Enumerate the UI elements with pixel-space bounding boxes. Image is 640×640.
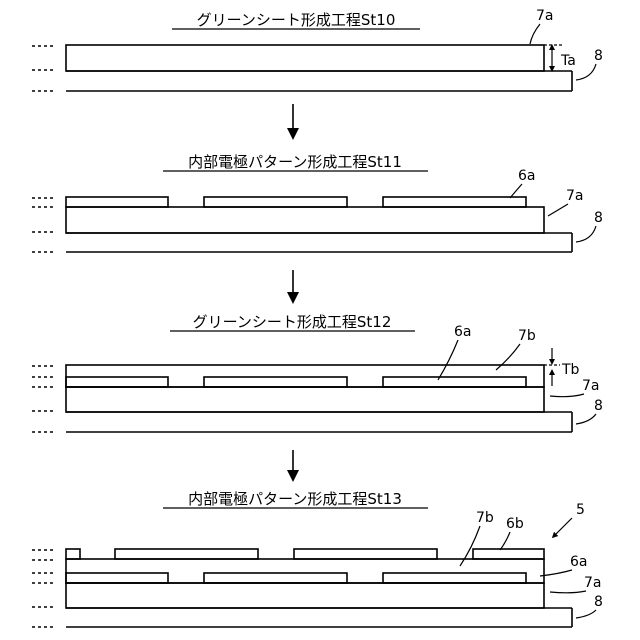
- label-6b: 6b: [506, 516, 524, 532]
- label-7a: 7a: [566, 188, 584, 204]
- green-sheet-7b: [66, 365, 544, 387]
- label-7a: 7a: [584, 575, 602, 591]
- green-sheet-7a: [66, 45, 544, 71]
- label-ta: Ta: [560, 53, 576, 69]
- label-8: 8: [594, 398, 603, 414]
- step-title: 内部電極パターン形成工程St13: [188, 490, 402, 508]
- step-title: グリーンシート形成工程St10: [197, 11, 396, 29]
- leader-line: [576, 414, 596, 424]
- label-6a: 6a: [570, 554, 588, 570]
- step-st13: 内部電極パターン形成工程St13 7b 6b 5 6a 7: [32, 490, 603, 627]
- green-sheet-7a: [66, 207, 544, 233]
- down-arrow-icon: [287, 270, 299, 304]
- label-8: 8: [594, 594, 603, 610]
- label-5: 5: [576, 502, 585, 518]
- label-tb: Tb: [561, 362, 580, 378]
- leader-line: [548, 204, 568, 216]
- electrode-6b: [66, 549, 80, 559]
- label-7a: 7a: [536, 8, 554, 24]
- electrode-6b: [473, 549, 544, 559]
- step-st11: 内部電極パターン形成工程St11 6a 7a 8: [32, 153, 603, 252]
- label-8: 8: [594, 210, 603, 226]
- leader-line: [460, 526, 480, 566]
- leader-line: [530, 24, 540, 44]
- leader-line: [550, 394, 584, 397]
- electrode-6a: [204, 197, 347, 207]
- label-7b: 7b: [518, 328, 536, 344]
- electrode-6a: [66, 573, 168, 583]
- label-7a: 7a: [582, 378, 600, 394]
- step-st12: グリーンシート形成工程St12 Tb 6a 7b 7a 8: [32, 313, 603, 432]
- label-6a: 6a: [518, 168, 536, 184]
- step-title: グリーンシート形成工程St12: [193, 313, 392, 331]
- leader-line: [500, 532, 510, 550]
- down-arrow-icon: [287, 450, 299, 482]
- green-sheet-7a: [66, 583, 544, 608]
- leader-line: [510, 184, 522, 198]
- green-sheet-7a: [66, 387, 544, 412]
- electrode-6a: [204, 377, 347, 387]
- leader-line: [576, 610, 596, 618]
- electrode-6a: [383, 377, 526, 387]
- electrode-6a: [204, 573, 347, 583]
- leader-line: [550, 591, 586, 593]
- leader-line: [576, 226, 596, 242]
- electrode-6a: [66, 377, 168, 387]
- green-sheet-7b: [66, 559, 544, 583]
- leader-line: [576, 64, 596, 80]
- electrode-6a: [383, 197, 526, 207]
- step-st10: グリーンシート形成工程St10 Ta 7a 8: [32, 8, 603, 91]
- down-arrow-icon: [287, 104, 299, 140]
- laminate-arrow: [554, 518, 572, 536]
- label-6a: 6a: [454, 324, 472, 340]
- electrode-6b: [115, 549, 258, 559]
- leader-line: [496, 344, 520, 370]
- label-8: 8: [594, 48, 603, 64]
- leader-line: [438, 340, 458, 380]
- electrode-6b: [294, 549, 437, 559]
- electrode-6a: [66, 197, 168, 207]
- label-7b: 7b: [476, 510, 494, 526]
- step-title: 内部電極パターン形成工程St11: [188, 153, 402, 171]
- electrode-6a: [383, 573, 526, 583]
